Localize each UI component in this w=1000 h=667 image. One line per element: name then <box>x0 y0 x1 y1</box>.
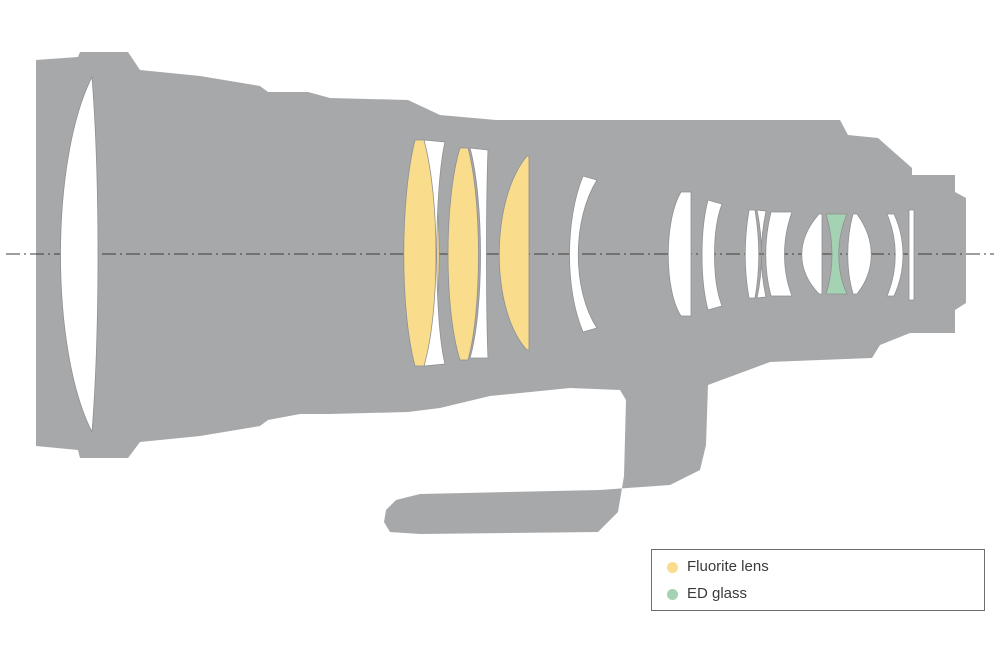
lens-element-10 <box>744 209 760 299</box>
ed-glass-swatch <box>667 588 678 600</box>
legend-item-fluorite: Fluorite lens <box>667 559 769 575</box>
lens-element-12 <box>765 211 793 297</box>
lens-element-13 <box>801 213 823 295</box>
lens-element-16 <box>886 213 904 297</box>
lens-element-17 <box>908 209 915 301</box>
legend-label-fluorite: Fluorite lens <box>687 558 769 575</box>
lens-element-5 <box>469 147 489 359</box>
lens-element-15 <box>847 213 872 295</box>
lens-element-7 <box>569 175 598 333</box>
lens-element-9 <box>701 199 723 311</box>
fluorite-swatch <box>667 561 678 573</box>
lens-barrel <box>36 52 966 534</box>
lens-element-4-fluorite <box>447 147 479 361</box>
lens-element-11 <box>756 209 767 299</box>
legend-item-ed-glass: ED glass <box>667 586 747 602</box>
lens-element-3 <box>423 139 446 367</box>
legend-box: Fluorite lens ED glass <box>651 549 985 611</box>
lens-element-6-fluorite <box>498 155 530 351</box>
lens-element-1 <box>60 75 99 434</box>
lens-element-8 <box>667 191 692 317</box>
legend-label-ed-glass: ED glass <box>687 585 748 602</box>
lens-elements-group <box>60 75 915 434</box>
lens-element-14-ed-glass <box>825 213 848 295</box>
